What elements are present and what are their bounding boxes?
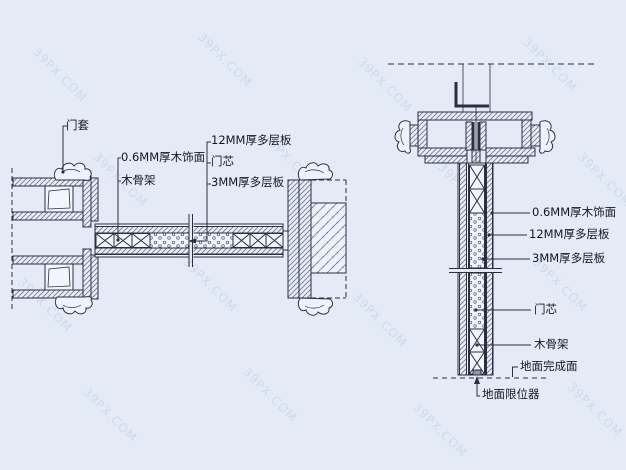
trim-scroll-icon xyxy=(539,120,556,154)
label-veneer-plan: 0.6MM厚木饰面 xyxy=(121,150,206,164)
right-jamb-block xyxy=(282,162,347,316)
angle-bracket-icon xyxy=(454,82,489,108)
label-plywood12-plan: 12MM厚多层板 xyxy=(211,133,292,147)
door-leaf-plan xyxy=(94,214,284,267)
plan-detail-drawing xyxy=(11,125,347,316)
trim-scroll-icon xyxy=(297,162,333,181)
trim-scroll-icon xyxy=(394,120,411,154)
label-wood-frame-plan: 木骨架 xyxy=(121,173,156,187)
label-floor-finish: 地面完成面 xyxy=(520,359,578,373)
label-wood-frame-section: 木骨架 xyxy=(534,337,569,351)
floor-stop-device xyxy=(472,369,482,376)
door-top-hardware xyxy=(465,106,487,164)
label-plywood12-section: 12MM厚多层板 xyxy=(529,227,610,241)
door-leaf-section xyxy=(449,162,502,376)
label-veneer-section: 0.6MM厚木饰面 xyxy=(532,205,617,219)
wood-frame-xbox xyxy=(469,164,485,375)
label-plywood3-section: 3MM厚多层板 xyxy=(532,251,606,265)
section-detail-drawing xyxy=(388,63,597,397)
trim-scroll-icon xyxy=(53,162,92,181)
head-frame-assembly xyxy=(394,106,556,164)
floor-stop-arrow xyxy=(474,376,480,397)
leader-lines-section xyxy=(474,211,531,397)
break-line-icon xyxy=(449,268,502,273)
label-door-core-section: 门芯 xyxy=(534,302,557,316)
label-door-casing: 门套 xyxy=(66,118,89,132)
label-door-core-plan: 门芯 xyxy=(211,154,234,168)
trim-scroll-icon xyxy=(54,296,93,315)
upper-jamb-block xyxy=(12,162,99,228)
leader-lines-plan xyxy=(61,125,211,244)
lower-jamb-block xyxy=(12,248,99,315)
trim-scroll-icon xyxy=(297,297,333,316)
hanger-lines xyxy=(462,64,491,112)
label-plywood3-plan: 3MM厚多层板 xyxy=(211,175,285,189)
label-floor-stop: 地面限位器 xyxy=(482,387,540,401)
